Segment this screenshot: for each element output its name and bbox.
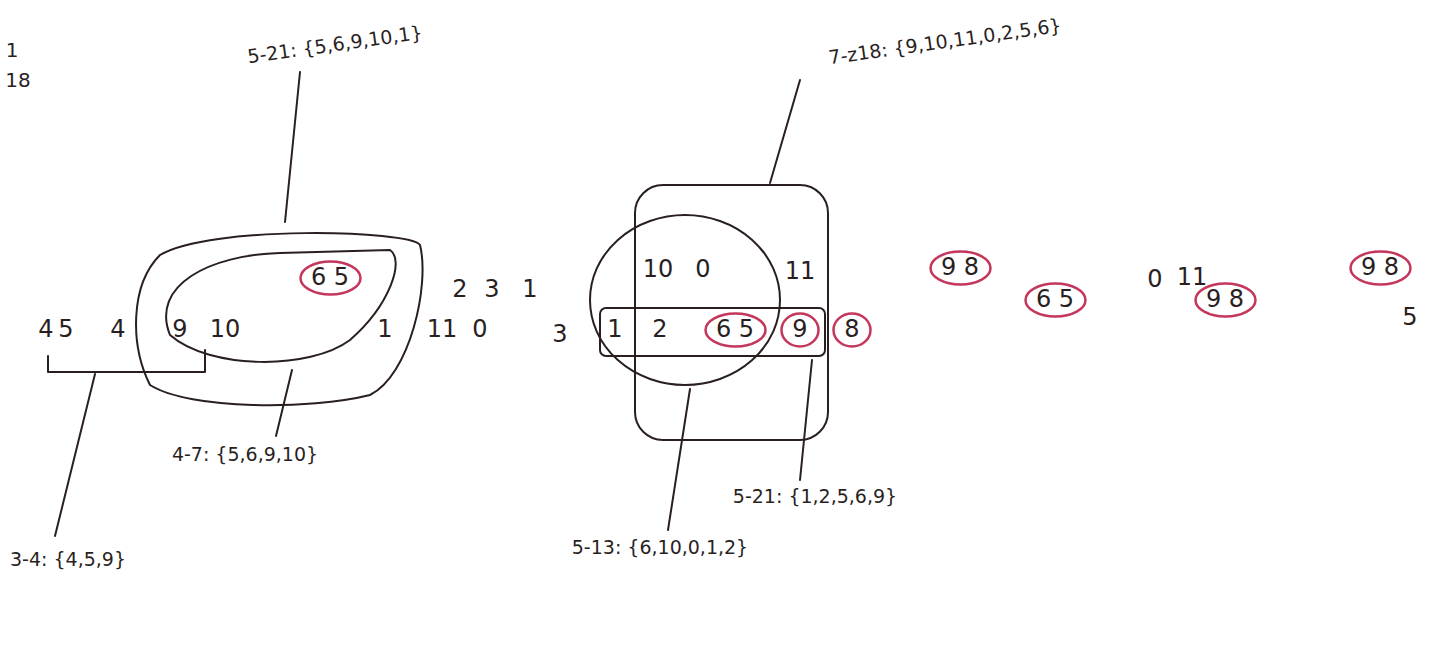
highlight-ring: 8 [832, 312, 872, 348]
bracket [48, 350, 205, 372]
text-holder: 10 [643, 256, 674, 284]
text-holder: 18 [5, 69, 30, 92]
text-holder: 0 [695, 256, 710, 284]
text-holder: 5 [1402, 304, 1417, 332]
pitch-class-number: 9 8 [1206, 286, 1244, 314]
leader-line [800, 360, 812, 480]
pitch-class-number: 2 [652, 316, 667, 344]
text-holder: 5-21: {5,6,9,10,1} [246, 22, 424, 68]
outline [150, 245, 400, 365]
pitch-class-number: 6 5 [716, 316, 754, 344]
highlight-ring: 9 [780, 312, 820, 348]
set-outline [590, 215, 780, 385]
set-loop: 1 9 10 6 5 [130, 225, 425, 405]
set-label: 4-7: {5,6,9,10} [172, 444, 318, 466]
pitch-class-number: 9 [792, 316, 807, 344]
set-label: 3-4: {4,5,9} [10, 549, 126, 571]
highlight-ring: 9 8 [1349, 250, 1412, 286]
pitch-class-number: 8 [844, 316, 859, 344]
text-holder: 10 [210, 316, 241, 344]
pitch-class-number: 3 [484, 276, 499, 304]
text-holder: 3 [552, 321, 567, 349]
text-holder: 1 [522, 276, 537, 304]
set-label: 5-13: {6,10,0,1,2} [572, 537, 748, 559]
pitch-class-number: 10 [210, 316, 241, 344]
text-holder: 2 [652, 316, 667, 344]
leader-line [285, 72, 300, 222]
highlight-ring: 6 5 [299, 260, 362, 296]
leader-line [668, 389, 690, 530]
pitch-class-number: 9 8 [941, 254, 979, 282]
leader-line [55, 374, 95, 536]
pitch-class-number: 6 5 [311, 264, 349, 292]
text-holder: 11 [785, 258, 816, 286]
pitch-class-number: 11 [785, 258, 816, 286]
text-holder: 3 [484, 276, 499, 304]
text-holder: 5-21: {1,2,5,6,9} [733, 486, 897, 508]
text-holder: 5 [58, 316, 73, 344]
text-holder: 1 [6, 39, 19, 62]
set-label: 7-z18: {9,10,11,0,2,5,6} [827, 15, 1063, 69]
text-holder: 1 [377, 316, 392, 344]
pitch-class-number: 9 8 [1361, 254, 1399, 282]
text-holder: 4 [110, 316, 125, 344]
text-holder: 11 [1177, 264, 1208, 292]
pitch-class-number: 9 [172, 316, 187, 344]
text-holder: 0 [472, 316, 487, 344]
pitch-class-number: 1 [522, 276, 537, 304]
pitch-class-number: 4 [38, 316, 53, 344]
pitch-class-number: 0 [472, 316, 487, 344]
pitch-class-number: 0 [695, 256, 710, 284]
set-loop: 9 10 6 5 [150, 245, 400, 365]
pitch-class-number: 2 [452, 276, 467, 304]
text-holder: 2 [452, 276, 467, 304]
pitch-class-number: 6 5 [1036, 286, 1074, 314]
pitch-class-number: 4 [110, 316, 125, 344]
set-label: 5-21: {1,2,5,6,9} [733, 486, 897, 508]
text-holder: 7-z18: {9,10,11,0,2,5,6} [827, 15, 1063, 69]
text-holder: 3-4: {4,5,9} [10, 549, 126, 571]
text-holder: 4 [38, 316, 53, 344]
text-holder: 1 [607, 316, 622, 344]
set-outline [600, 308, 825, 356]
set-outline [635, 185, 828, 440]
text-holder: 0 [1147, 266, 1162, 294]
outline [130, 225, 425, 405]
text-holder: 5-13: {6,10,0,1,2} [572, 537, 748, 559]
pitch-class-number: 0 [1147, 266, 1162, 294]
pitch-class-number: 1 [377, 316, 392, 344]
set-label: 1 [6, 39, 19, 62]
leader-line [276, 370, 292, 436]
highlight-ring: 9 8 [929, 250, 992, 286]
pitch-class-number: 3 [552, 321, 567, 349]
text-holder: 11 [427, 316, 458, 344]
pitch-class-number: 11 [427, 316, 458, 344]
pitch-class-number: 5 [1402, 304, 1417, 332]
highlight-ring: 6 5 [1024, 282, 1087, 318]
pitch-class-number: 1 [607, 316, 622, 344]
pitch-class-number: 11 [1177, 264, 1208, 292]
set-label: 18 [5, 69, 30, 92]
pitch-class-number: 5 [58, 316, 73, 344]
set-label: 5-21: {5,6,9,10,1} [246, 22, 424, 68]
text-holder: 9 [172, 316, 187, 344]
text-holder: 4-7: {5,6,9,10} [172, 444, 318, 466]
leader-line [770, 80, 800, 183]
highlight-ring: 6 5 [704, 312, 767, 348]
pitch-class-number: 10 [643, 256, 674, 284]
